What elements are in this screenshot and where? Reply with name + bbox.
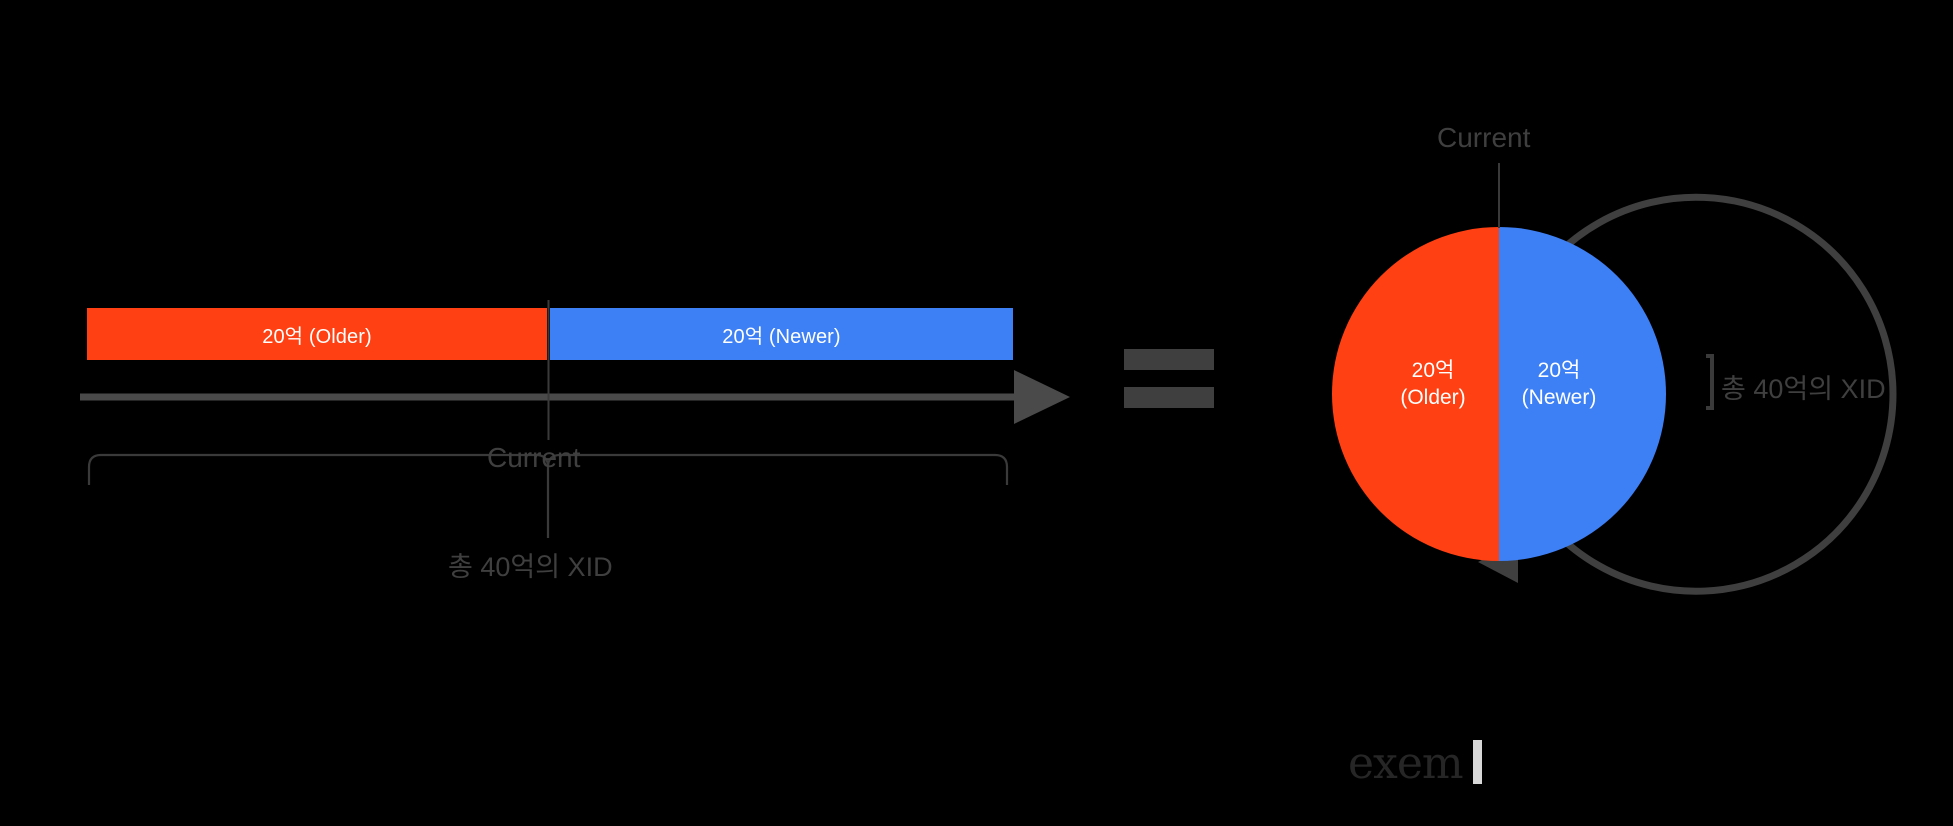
pie-label-newer-value: 20억 xyxy=(1537,359,1581,382)
timeline-segment-older[interactable]: 20억 (Older) xyxy=(87,308,547,360)
watermark: exem xyxy=(1348,740,1482,786)
circle-pie-group xyxy=(1332,227,1666,561)
pie-slice-older xyxy=(1332,227,1499,561)
equals-sign xyxy=(1124,349,1214,408)
pie-label-newer-name: (Newer) xyxy=(1521,385,1597,409)
timeline-segment-newer[interactable]: 20억 (Newer) xyxy=(550,308,1013,360)
pie-label-older-name: (Older) xyxy=(1400,385,1466,409)
pie-slice-newer xyxy=(1499,227,1666,561)
equals-gap xyxy=(1124,370,1214,387)
pie-label-newer: 20억 (Newer) xyxy=(1499,358,1619,411)
circle-current-label: Current xyxy=(1437,122,1531,153)
timeline-segment-older-label: 20억 (Older) xyxy=(262,325,372,348)
timeline-brace-group xyxy=(87,453,1009,538)
timeline-current-label: Current xyxy=(487,442,581,473)
circle-total-label: 총 40억의 XID xyxy=(1721,374,1886,404)
timeline-brace xyxy=(87,453,1009,485)
circle-outer-ring-arc xyxy=(1495,193,1897,595)
pie-label-older-value: 20억 xyxy=(1411,359,1455,382)
pie-label-older: 20억 (Older) xyxy=(1373,358,1493,411)
watermark-logo-text: exem xyxy=(1348,738,1464,789)
equals-bar-bottom xyxy=(1124,387,1214,408)
watermark-bar xyxy=(1472,740,1482,784)
timeline-axis-group xyxy=(80,370,1070,424)
timeline-total-label: 총 40억의 XID xyxy=(448,552,613,582)
equals-bar-top xyxy=(1124,349,1214,370)
timeline-segment-newer-label: 20억 (Newer) xyxy=(722,325,841,348)
circle-total-bracket xyxy=(1706,354,1714,410)
timeline-arrow-head xyxy=(1014,370,1070,424)
